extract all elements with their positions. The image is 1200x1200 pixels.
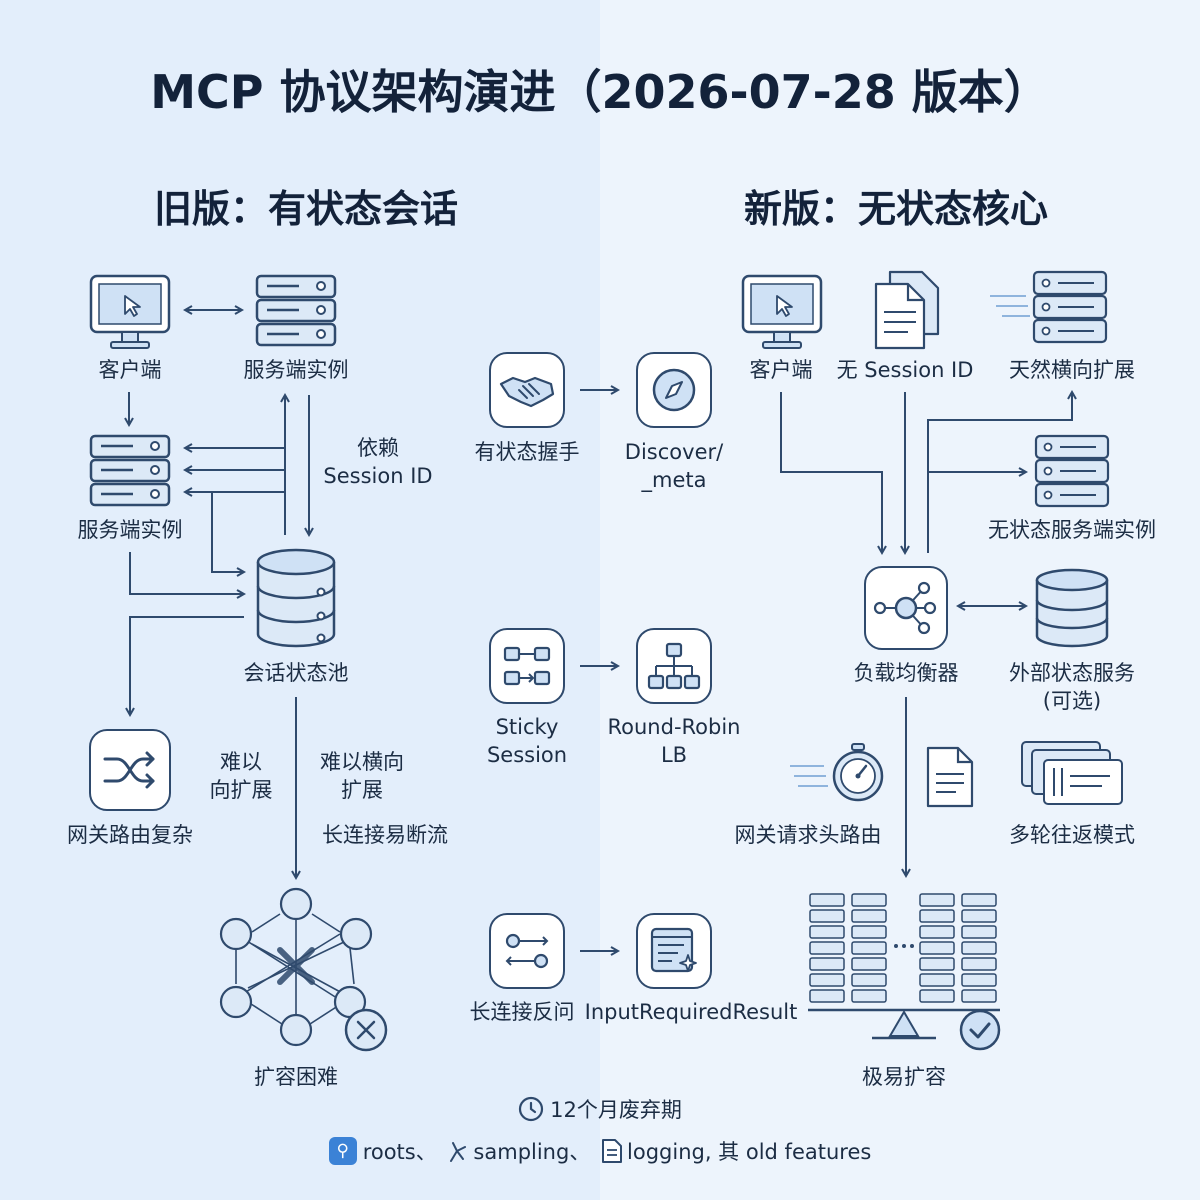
new-version-heading: 新版：无状态核心 <box>743 187 1049 231</box>
shuffle-icon <box>89 729 171 811</box>
form-sparkle-icon <box>636 913 712 989</box>
old-version-heading: 旧版：有状态会话 <box>153 187 459 231</box>
roundrobin-label-line2: LB <box>660 743 688 767</box>
stopwatch-icon <box>790 743 884 802</box>
natural-scale-label: 天然横向扩展 <box>1009 358 1135 382</box>
arrow-rclient-lb <box>780 392 882 553</box>
sticky-session-icon <box>489 628 565 704</box>
sticky-label-line2: Session <box>486 743 568 767</box>
tangled-nodes-icon <box>219 887 388 1052</box>
stateless-server-label: 无状态服务端实例 <box>988 518 1156 542</box>
deprecation-row: 12个月废弃期 <box>0 1094 1200 1124</box>
page-title: MCP 协议架构演进（2026-07-28 版本） <box>150 65 1050 119</box>
database-icon <box>1035 568 1109 648</box>
server-icon <box>89 434 171 507</box>
arrow-pool-bend <box>211 492 244 572</box>
load-balancer-label: 负载均衡器 <box>853 661 959 685</box>
stateful-handshake-label: 有状态握手 <box>474 440 580 464</box>
logging-label: logging, 其 old features <box>627 1140 872 1164</box>
arrow-servermid-to-pool <box>129 552 244 594</box>
no-session-label: 无 Session ID <box>836 358 974 382</box>
easy-scale-label: 极易扩容 <box>862 1065 946 1089</box>
deprecated-features-row: ⚲roots、 sampling、 logging, 其 old feature… <box>0 1136 1200 1166</box>
depends-label-line2: Session ID <box>323 464 433 488</box>
depends-label-line1: 依赖 <box>357 436 399 460</box>
monitor-icon <box>89 274 171 349</box>
network-hub-icon <box>864 566 948 650</box>
check-circle-icon <box>959 1009 1001 1051</box>
roots-icon: ⚲ <box>328 1137 357 1165</box>
multi-round-label: 多轮往返模式 <box>1009 823 1135 847</box>
roundrobin-label-line1: Round-Robin <box>607 715 741 739</box>
deprecation-label: 12个月废弃期 <box>550 1098 682 1122</box>
server-stack-icon <box>990 270 1108 344</box>
server-label-mid: 服务端实例 <box>77 518 183 542</box>
arrow-pool-to-gateway <box>130 616 244 715</box>
stacked-cards-icon <box>1021 741 1123 805</box>
tree-icon <box>636 628 712 704</box>
server-rack-grid-icon <box>808 893 1000 1040</box>
database-icon <box>256 548 336 648</box>
client-label: 客户端 <box>98 358 162 382</box>
monitor-icon <box>741 274 823 349</box>
documents-icon <box>874 270 940 350</box>
sticky-label-line1: Sticky <box>495 715 559 739</box>
compass-icon <box>636 352 712 428</box>
discover-label-line1: Discover/ <box>624 440 724 464</box>
server-stack-icon <box>1034 434 1110 508</box>
ext-state-label-line2: (可选) <box>1042 689 1102 713</box>
hard-scale-b-line1: 难以横向 <box>320 750 404 774</box>
clock-icon <box>519 1096 544 1122</box>
discover-label-line2: _meta <box>641 468 707 492</box>
hard-scale-b-line2: 扩展 <box>341 778 383 802</box>
sampling-icon <box>450 1142 467 1162</box>
hard-scale-a-line1: 难以 <box>220 750 262 774</box>
long-conn-ask-label: 长连接反问 <box>469 1000 575 1024</box>
toggle-icon <box>489 913 565 989</box>
logging-icon <box>602 1139 623 1163</box>
roots-label: roots、 <box>362 1140 437 1164</box>
gateway-label: 网关路由复杂 <box>67 823 193 847</box>
handshake-icon <box>489 352 565 428</box>
session-pool-label: 会话状态池 <box>243 661 349 685</box>
arrow-lb-natural <box>927 392 1072 553</box>
hard-scale-a-line2: 向扩展 <box>209 778 273 802</box>
right-client-label: 客户端 <box>749 358 813 382</box>
ext-state-label-line1: 外部状态服务 <box>1009 661 1135 685</box>
input-required-label: InputRequiredResult <box>584 1000 798 1024</box>
server-label-top: 服务端实例 <box>243 358 349 382</box>
sampling-label: sampling、 <box>473 1140 591 1164</box>
scale-hard-label: 扩容困难 <box>254 1065 338 1089</box>
document-icon <box>926 746 974 808</box>
server-icon <box>255 274 337 347</box>
gateway-header-label: 网关请求头路由 <box>734 823 882 847</box>
long-conn-label: 长连接易断流 <box>322 823 448 847</box>
